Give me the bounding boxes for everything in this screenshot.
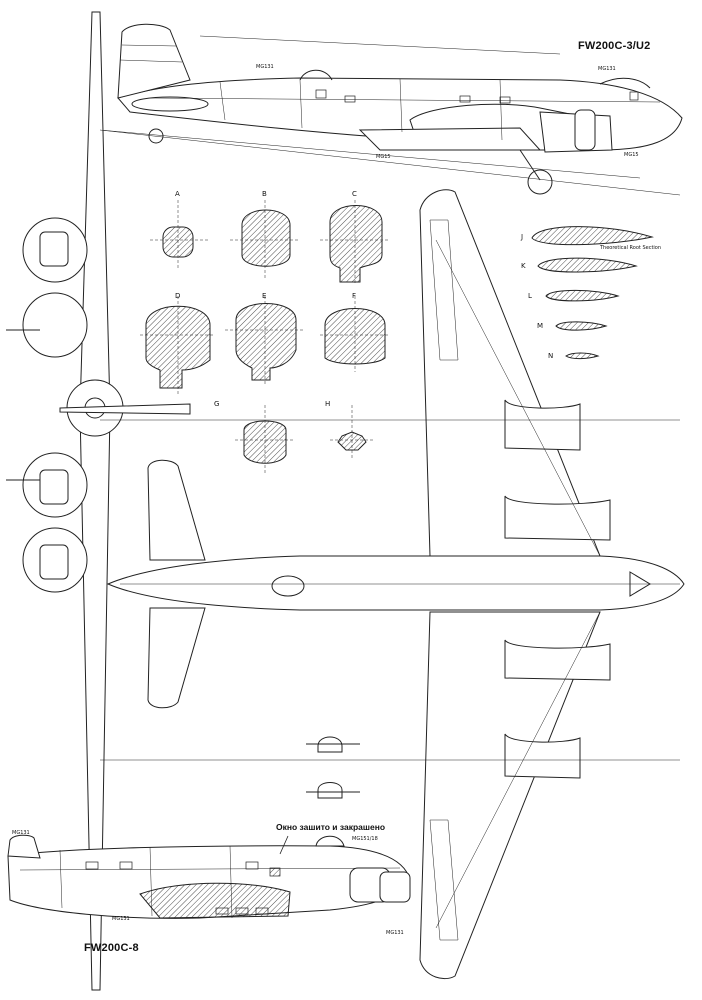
section-label-h: H [325, 400, 331, 408]
root-section-note: Theoretical Root Section [600, 245, 662, 251]
gun-label-top-nose: MG131 [598, 66, 616, 72]
window-sealed-annotation: Окно зашито и закрашено [276, 822, 386, 832]
gun-label-top-chin: MG15 [624, 152, 639, 158]
turret-details [306, 736, 360, 799]
section-label-k: K [521, 262, 526, 270]
section-label-j: J [521, 233, 524, 241]
side-view-c3u2 [99, 23, 683, 195]
section-label-b: B [262, 190, 267, 198]
section-label-f: F [352, 292, 357, 300]
section-label-a: A [175, 190, 180, 198]
section-label-c: C [352, 190, 357, 198]
gun-label-top-ventral: MG15 [376, 154, 391, 160]
section-label-g: G [214, 400, 220, 408]
variant-title-c3u2: FW200C-3/U2 [578, 40, 651, 52]
section-label-n: N [548, 352, 554, 360]
gun-label-bottom-nose: MG131 [386, 930, 404, 936]
side-view-c8 [7, 834, 411, 919]
fuselage-sections [140, 200, 390, 475]
plan-view [99, 129, 685, 980]
gun-label-bottom-tail: MG131 [12, 830, 30, 836]
front-view [6, 11, 191, 991]
section-label-l: L [528, 292, 532, 300]
gun-label-bottom-turret: MG151/18 [352, 836, 378, 842]
wing-sections [531, 226, 654, 360]
section-label-e: E [262, 292, 267, 300]
section-label-d: D [175, 292, 181, 300]
gun-label-top-dorsal: MG131 [256, 64, 274, 70]
section-label-m: M [537, 322, 544, 330]
gun-label-bottom-ventral: MG131 [112, 916, 130, 922]
variant-title-c8: FW200C-8 [84, 942, 139, 954]
